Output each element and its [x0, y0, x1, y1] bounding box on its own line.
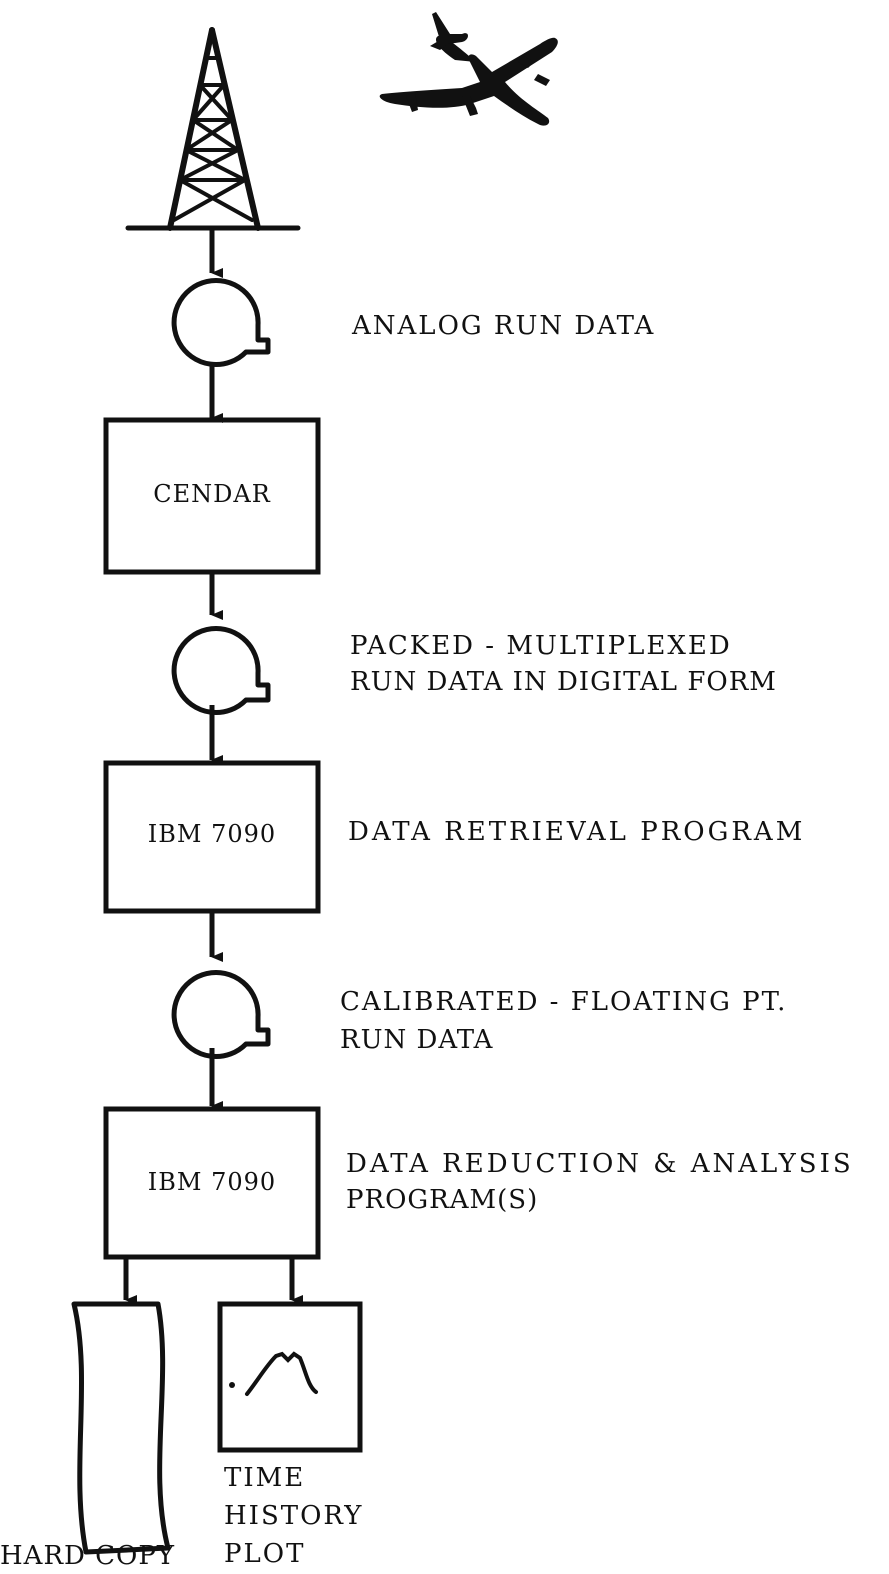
ibm-7090-retrieval-box [103, 760, 321, 914]
calibrated-data-label-line1: CALIBRATED - FLOATING PT. [340, 987, 788, 1017]
data-reduction-label-line1: DATA REDUCTION & ANALYSIS [346, 1149, 854, 1179]
radio-tower-icon [125, 27, 301, 231]
plot-label-line3: PLOT [224, 1539, 306, 1569]
data-reduction-label-line2: PROGRAM(S) [346, 1185, 539, 1215]
magnetic-tape-icon [171, 626, 271, 716]
plot-label-line1: TIME [224, 1463, 306, 1493]
magnetic-tape-icon [171, 970, 271, 1060]
data-retrieval-label: DATA RETRIEVAL PROGRAM [348, 817, 806, 847]
hard-copy-label: HARD COPY [0, 1541, 176, 1571]
calibrated-data-label-line2: RUN DATA [340, 1025, 494, 1055]
packed-data-label-line2: RUN DATA IN DIGITAL FORM [350, 667, 777, 697]
ibm-7090-label-2: IBM 7090 [147, 1168, 277, 1196]
cendar-label: CENDAR [153, 480, 271, 508]
packed-data-label-line1: PACKED - MULTIPLEXED [350, 631, 732, 661]
cendar-box [103, 417, 321, 575]
ibm-7090-reduction-box [103, 1106, 321, 1260]
plot-display-icon [217, 1301, 363, 1453]
analog-run-data-label: ANALOG RUN DATA [352, 311, 656, 341]
airplane-icon [379, 12, 558, 126]
paper-document-icon [71, 1301, 171, 1555]
plot-label-line2: HISTORY [224, 1501, 364, 1531]
magnetic-tape-icon [171, 278, 271, 368]
ibm-7090-label-1: IBM 7090 [147, 820, 277, 848]
